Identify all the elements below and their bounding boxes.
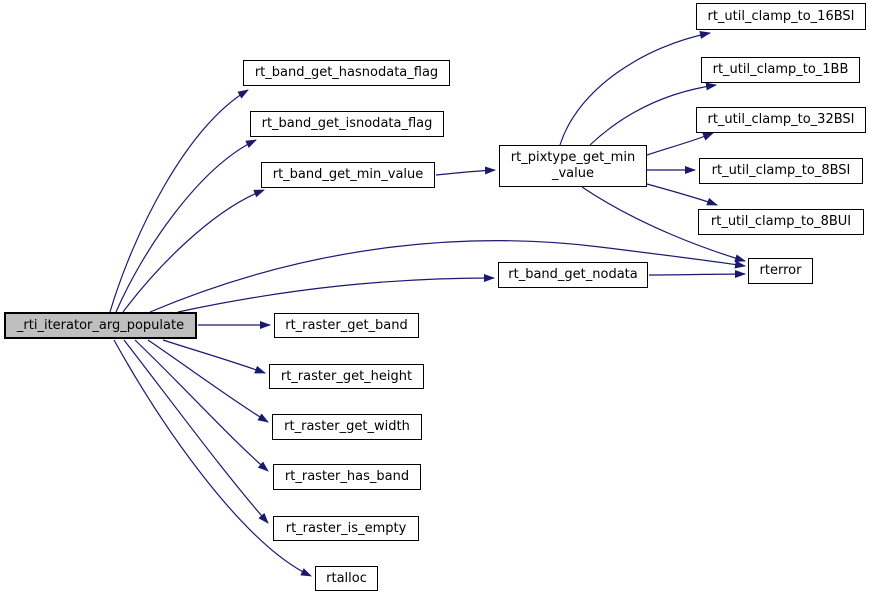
edge-main-to-rterror <box>149 240 746 313</box>
node-rt-util-clamp-to-16bsi[interactable]: rt_util_clamp_to_16BSI <box>696 3 866 30</box>
node-rt-util-clamp-to-8bui[interactable]: rt_util_clamp_to_8BUI <box>698 209 864 235</box>
edge-nodata-to-rterror <box>648 270 746 279</box>
edge-main-to-nodata <box>177 274 495 313</box>
edge-pixtype-to-clamp1bb <box>589 82 717 146</box>
node-rt-raster-get-width[interactable]: rt_raster_get_width <box>272 414 422 440</box>
edge-main-to-minvalue <box>122 189 265 313</box>
node-rt-raster-get-band[interactable]: rt_raster_get_band <box>274 313 419 338</box>
edge-pixtype-to-clamp8bui <box>646 183 718 206</box>
edge-main-to-isempty <box>123 339 269 524</box>
edge-main-to-rtalloc <box>113 339 312 577</box>
edge-minvalue-to-pixtype <box>435 166 496 176</box>
edge-main-to-hasband <box>134 339 269 472</box>
edge-main-to-isnodata <box>115 139 257 313</box>
edge-pixtype-to-rterror <box>581 186 746 262</box>
node-rterror[interactable]: rterror <box>748 258 813 284</box>
node-rt-raster-is-empty[interactable]: rt_raster_is_empty <box>273 516 419 541</box>
node-rt-band-get-min-value[interactable]: rt_band_get_min_value <box>261 162 435 188</box>
node-rt-util-clamp-to-32bsi[interactable]: rt_util_clamp_to_32BSI <box>696 107 866 133</box>
node-rt-band-get-isnodata-flag[interactable]: rt_band_get_isnodata_flag <box>250 111 444 137</box>
node-rt-raster-get-height[interactable]: rt_raster_get_height <box>269 364 424 389</box>
node-rt-util-clamp-to-1bb[interactable]: rt_util_clamp_to_1BB <box>701 57 860 83</box>
edge-main-to-getwidth <box>147 339 269 423</box>
edge-pixtype-to-clamp32bsi <box>646 132 714 156</box>
node-rtalloc[interactable]: rtalloc <box>315 566 378 591</box>
node-rt-raster-has-band[interactable]: rt_raster_has_band <box>273 464 421 490</box>
node-rt-pixtype-get-min-value[interactable]: rt_pixtype_get_min _value <box>499 145 647 187</box>
node-rt-util-clamp-to-8bsi[interactable]: rt_util_clamp_to_8BSI <box>699 158 863 184</box>
edge-main-to-hasnodata <box>109 89 249 313</box>
node-rt-band-get-hasnodata-flag[interactable]: rt_band_get_hasnodata_flag <box>243 60 450 86</box>
node-rti-iterator-arg-populate: _rti_iterator_arg_populate <box>4 312 197 339</box>
node-rt-band-get-nodata[interactable]: rt_band_get_nodata <box>498 262 648 288</box>
edge-pixtype-to-clamp16bsi <box>559 31 711 146</box>
edge-main-to-getheight <box>162 339 266 374</box>
